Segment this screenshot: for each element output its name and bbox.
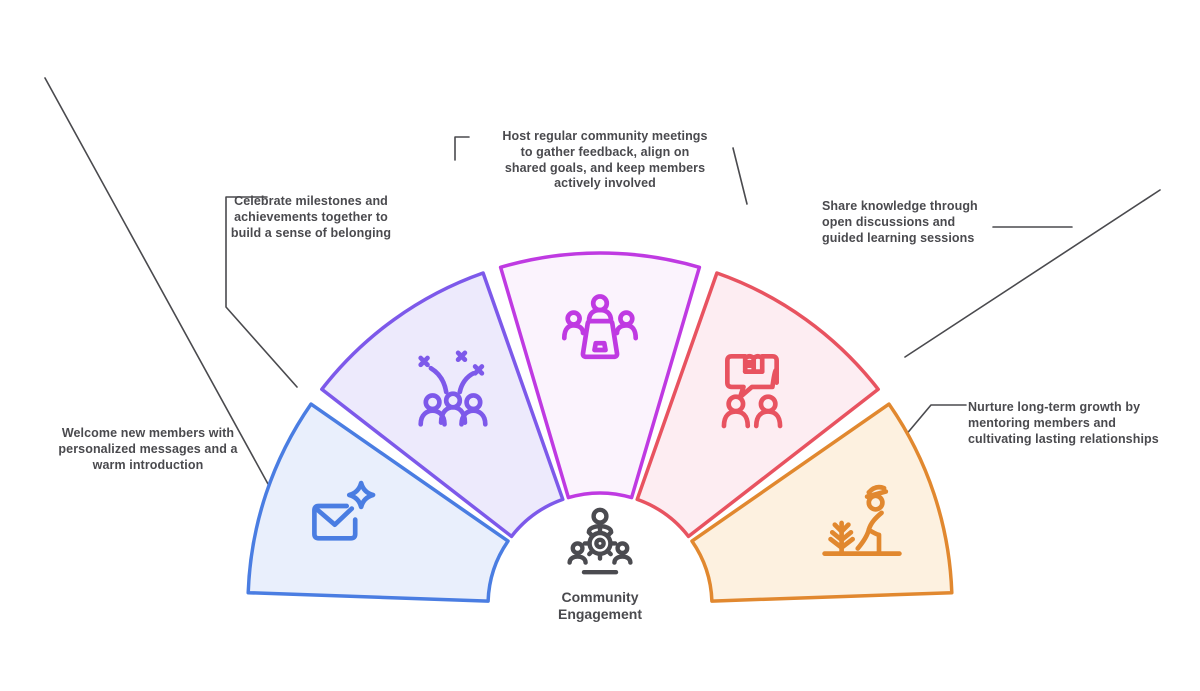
center-label: Community Engagement — [557, 589, 642, 623]
label-knowledge-sharing: Share knowledge through open discussions… — [822, 199, 978, 245]
connector-top-right-tick — [732, 147, 748, 205]
label-long-term-growth: Nurture long-term growth by mentoring me… — [968, 400, 1159, 446]
segment-meetings-wedge — [498, 251, 702, 500]
segment-welcome-wedge — [246, 402, 510, 603]
label-welcome-outreach: Welcome new members with personalized me… — [58, 426, 238, 472]
label-community-meetings: Host regular community meetings to gathe… — [502, 129, 708, 191]
label-celebrations: Celebrate milestones and achievements to… — [230, 194, 392, 240]
connector-upper-left — [225, 196, 298, 388]
group-celebration-icon — [418, 350, 488, 427]
segment-celebration-wedge — [320, 271, 565, 539]
connector-right-diagonal — [904, 189, 1161, 358]
meeting-table-icon — [561, 294, 639, 360]
connector-lines — [44, 77, 1161, 485]
book-discussion-icon — [721, 353, 783, 429]
farmer-plant-icon — [822, 484, 902, 556]
segment-knowledge-wedge — [635, 271, 880, 539]
envelope-sparkle-icon — [312, 480, 376, 541]
connector-top-left-tick — [454, 136, 470, 161]
connector-far-left — [44, 77, 269, 485]
team-gear-icon — [567, 507, 633, 575]
